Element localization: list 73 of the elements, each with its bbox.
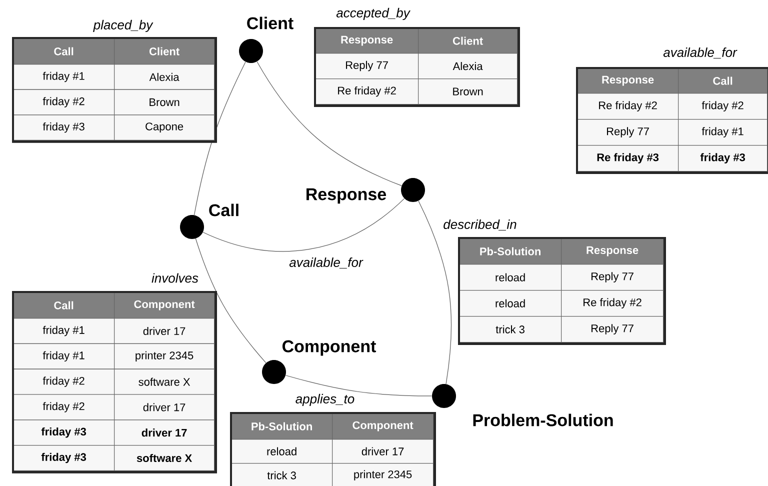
- connector-line: [195, 238, 266, 364]
- table-cell: friday #1: [13, 318, 115, 344]
- table-cell: friday #1: [13, 64, 115, 90]
- table-cell: reload: [459, 264, 562, 291]
- table-cell: trick 3: [231, 463, 333, 486]
- entity-label: Response: [306, 188, 386, 204]
- table-title: involves: [152, 273, 198, 283]
- entity-dot: [401, 178, 425, 202]
- table-cell: driver 17: [114, 420, 215, 446]
- table-cell: reload: [231, 439, 333, 464]
- table-title: available_for: [663, 47, 738, 58]
- header-cell: Client: [114, 38, 215, 65]
- header-cell: Response: [561, 238, 664, 265]
- entity-dot: [262, 360, 286, 384]
- table-cell: Re friday #3: [577, 145, 679, 172]
- table-cell: friday #3: [13, 114, 115, 140]
- table-cell: friday #1: [678, 119, 768, 146]
- header-cell: Response: [577, 68, 679, 94]
- table-cell: Reply 77: [561, 316, 664, 343]
- header-cell: Call: [13, 38, 115, 65]
- table-cell: Brown: [418, 78, 518, 105]
- entity-dot: [180, 215, 204, 239]
- entity-label: Component: [282, 340, 376, 356]
- table-cell: friday #2: [13, 89, 115, 116]
- entity-label: Problem-Solution: [473, 414, 613, 426]
- entity-label: Call: [209, 204, 238, 216]
- table-cell: software X: [114, 445, 215, 471]
- table-cell: printer 2345: [332, 463, 434, 486]
- table-cell: Reply 77: [577, 119, 679, 146]
- connector-line: [202, 198, 405, 252]
- header-cell: Client: [418, 28, 518, 54]
- table-cell: friday #3: [13, 420, 115, 446]
- header-cell: Response: [315, 28, 419, 54]
- table-cell: friday #2: [13, 394, 115, 420]
- header-cell: Call: [13, 292, 115, 319]
- connector-line: [256, 61, 402, 186]
- table-cell: Re friday #2: [577, 93, 679, 120]
- edge-label: available_for: [288, 256, 364, 270]
- header-cell: Pb-Solution: [459, 238, 562, 265]
- table-cell: friday #2: [678, 93, 768, 120]
- table-cell: friday #3: [678, 145, 768, 172]
- table-cell: printer 2345: [114, 343, 215, 370]
- table-cell: Capone: [114, 114, 215, 140]
- table-title: placed_by: [93, 20, 154, 32]
- entity-dot: [239, 39, 263, 63]
- table-cell: friday #1: [13, 343, 115, 370]
- table-cell: driver 17: [332, 439, 434, 464]
- connector-line: [418, 200, 452, 384]
- table-cell: trick 3: [459, 316, 562, 343]
- header-cell: Component: [332, 413, 434, 440]
- table-cell: Alexia: [114, 64, 215, 90]
- entity-label: Client: [247, 16, 294, 30]
- header-cell: Component: [114, 292, 215, 319]
- table-cell: driver 17: [114, 394, 215, 420]
- connector-line: [194, 62, 246, 216]
- table-title: applies_to: [296, 394, 354, 406]
- table-cell: reload: [459, 290, 562, 317]
- table-cell: driver 17: [114, 318, 215, 344]
- entity-dot: [432, 384, 456, 408]
- table-cell: Reply 77: [315, 53, 419, 80]
- connector-line: [285, 375, 432, 396]
- table-cell: software X: [114, 368, 215, 395]
- table-cell: Re friday #2: [561, 290, 664, 317]
- header-cell: Call: [678, 68, 768, 94]
- table-cell: friday #2: [13, 368, 115, 395]
- table-title: accepted_by: [336, 8, 410, 20]
- table-cell: Brown: [114, 89, 215, 116]
- header-cell: Pb-Solution: [231, 413, 333, 440]
- table-cell: Alexia: [418, 53, 518, 80]
- table-cell: Reply 77: [561, 264, 664, 291]
- table-cell: Re friday #2: [315, 78, 419, 105]
- table-title: described_in: [444, 219, 516, 230]
- table-cell: friday #3: [13, 445, 115, 471]
